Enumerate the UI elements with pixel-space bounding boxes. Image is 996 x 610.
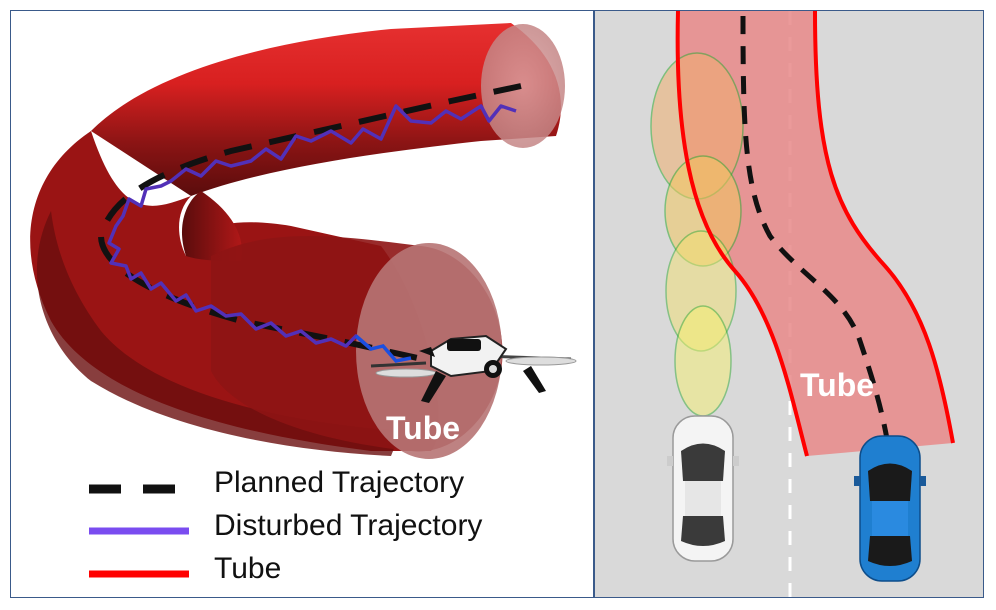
- planned-trajectory: [97, 83, 522, 364]
- road-scenario-illustration: Tube: [595, 11, 983, 597]
- tube-bend-shade: [36, 211, 401, 456]
- road-scenario-panel: Tube: [595, 11, 983, 597]
- tube-boundary-left: [675, 11, 809, 457]
- tube-boundary-right: [813, 11, 955, 444]
- tube-inner-opening: [181, 191, 242, 261]
- tube-upper-arm: [91, 23, 561, 196]
- drone-tube-illustration: Tube Planned Trajectory Disturbed Trajec…: [30, 23, 577, 585]
- left-tube-label: Tube: [386, 410, 460, 446]
- legend-tube-label: Tube: [214, 552, 281, 585]
- drone-tube-panel: Tube Planned Trajectory Disturbed Trajec…: [11, 11, 593, 597]
- legend-planned-label: Planned Trajectory: [214, 466, 464, 499]
- drone-illustration: [370, 334, 577, 403]
- legend: Planned Trajectory Disturbed Trajectory …: [89, 466, 482, 585]
- white-car: [667, 415, 739, 562]
- tube-end-cap-top: [481, 24, 565, 148]
- right-tube-label: Tube: [800, 367, 874, 403]
- figure-frame: [10, 10, 984, 598]
- planned-path: [740, 15, 890, 440]
- uncertainty-ellipses: [650, 52, 744, 417]
- legend-disturbed-label: Disturbed Trajectory: [214, 509, 482, 542]
- panel-divider: [593, 10, 595, 598]
- disturbed-trajectory-end: [354, 334, 412, 363]
- disturbed-trajectory: [107, 104, 517, 351]
- blue-car: [854, 435, 926, 582]
